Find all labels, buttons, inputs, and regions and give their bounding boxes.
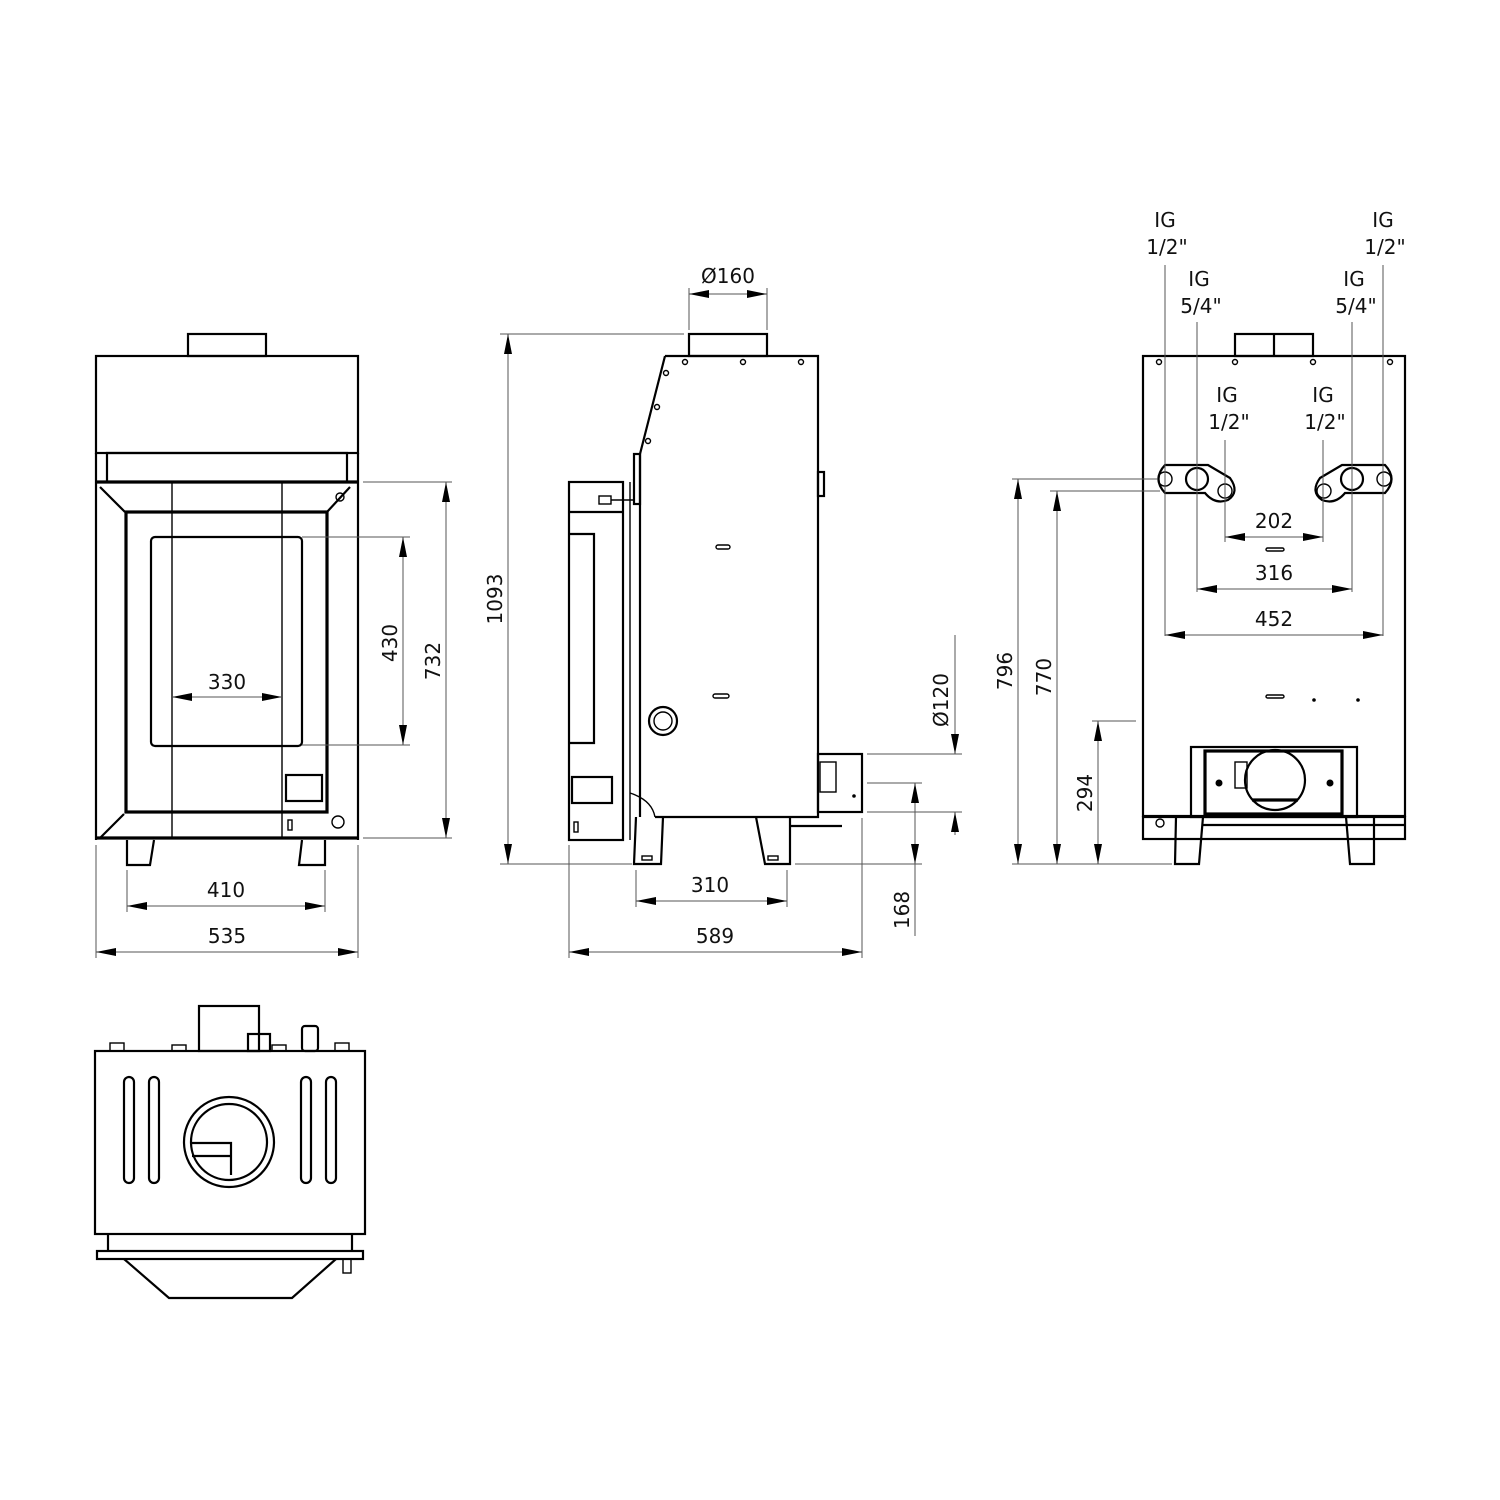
- dim-glass-width: 330: [208, 670, 246, 694]
- connection-label-type: IG: [1372, 208, 1393, 232]
- top-body: [93, 1049, 367, 1236]
- connection-label-type: IG: [1343, 267, 1364, 291]
- dim-side-feet-spacing: 310: [691, 873, 729, 897]
- foot-left: [125, 839, 156, 867]
- dim-overall-width: 535: [208, 924, 246, 948]
- dim-flue-diameter: Ø160: [701, 264, 755, 288]
- dim-height-lower: 770: [1032, 658, 1056, 696]
- dim-inner-spacing: 202: [1255, 509, 1293, 533]
- foot-left: [1173, 816, 1205, 866]
- door-frame: [124, 510, 329, 814]
- connection-label-type: IG: [1312, 383, 1333, 407]
- flue-opening: [182, 1095, 276, 1189]
- connection-label-size: 1/2": [1364, 235, 1405, 259]
- hood-band: [105, 451, 349, 484]
- foot-right: [297, 839, 327, 867]
- dim-overall-depth: 589: [696, 924, 734, 948]
- foot-rear: [754, 816, 792, 866]
- door-side: [567, 480, 625, 842]
- connection-label-type: IG: [1154, 208, 1175, 232]
- air-inlet-box: [816, 752, 864, 814]
- front-hood: [123, 1258, 337, 1300]
- body-outline: [655, 354, 820, 819]
- dim-outer-spacing: 452: [1255, 607, 1293, 631]
- top-hood: [94, 354, 360, 455]
- dim-air-inlet-height: 168: [890, 891, 914, 929]
- connection-label-type: IG: [1216, 383, 1237, 407]
- front-view: 330 430 732 410 535: [94, 332, 452, 958]
- knob-icon: [331, 815, 345, 829]
- dim-air-box-height: 294: [1073, 774, 1097, 812]
- connection-plate-right: [1314, 463, 1393, 503]
- glass-panel: [149, 535, 304, 748]
- connection-label-size: 1/2": [1146, 235, 1187, 259]
- connection-label-size: 5/4": [1180, 294, 1221, 318]
- dim-feet-spacing: 410: [207, 878, 245, 902]
- logo-icon: [573, 821, 579, 833]
- connection-label-size: 1/2": [1208, 410, 1249, 434]
- dim-main-spacing: 316: [1255, 561, 1293, 585]
- logo-icon: [287, 819, 293, 831]
- flue-collar: [186, 332, 268, 358]
- connection-label-type: IG: [1188, 267, 1209, 291]
- connection-label-size: 5/4": [1335, 294, 1376, 318]
- door-latch-icon: [335, 492, 345, 502]
- rear-view: IG 1/2" IG 5/4" IG 1/2" IG 1/2" IG 5/4" …: [993, 208, 1407, 866]
- top-view: [93, 1004, 367, 1300]
- dim-overall-height: 1093: [483, 574, 507, 625]
- connection-label-size: 1/2": [1304, 410, 1345, 434]
- air-intake-pipe: [1243, 748, 1307, 812]
- water-connection: [647, 705, 679, 737]
- flue-collar: [687, 332, 769, 358]
- dim-height-upper: 796: [993, 652, 1017, 690]
- air-control-slot: [284, 773, 324, 803]
- foot-front: [632, 816, 665, 866]
- dim-door-height: 732: [421, 642, 445, 680]
- side-view: Ø160 1093 Ø120 168 310 589: [483, 264, 962, 958]
- dim-glass-height: 430: [378, 624, 402, 662]
- foot-right: [1344, 816, 1376, 866]
- dim-air-inlet-diameter: Ø120: [929, 673, 953, 727]
